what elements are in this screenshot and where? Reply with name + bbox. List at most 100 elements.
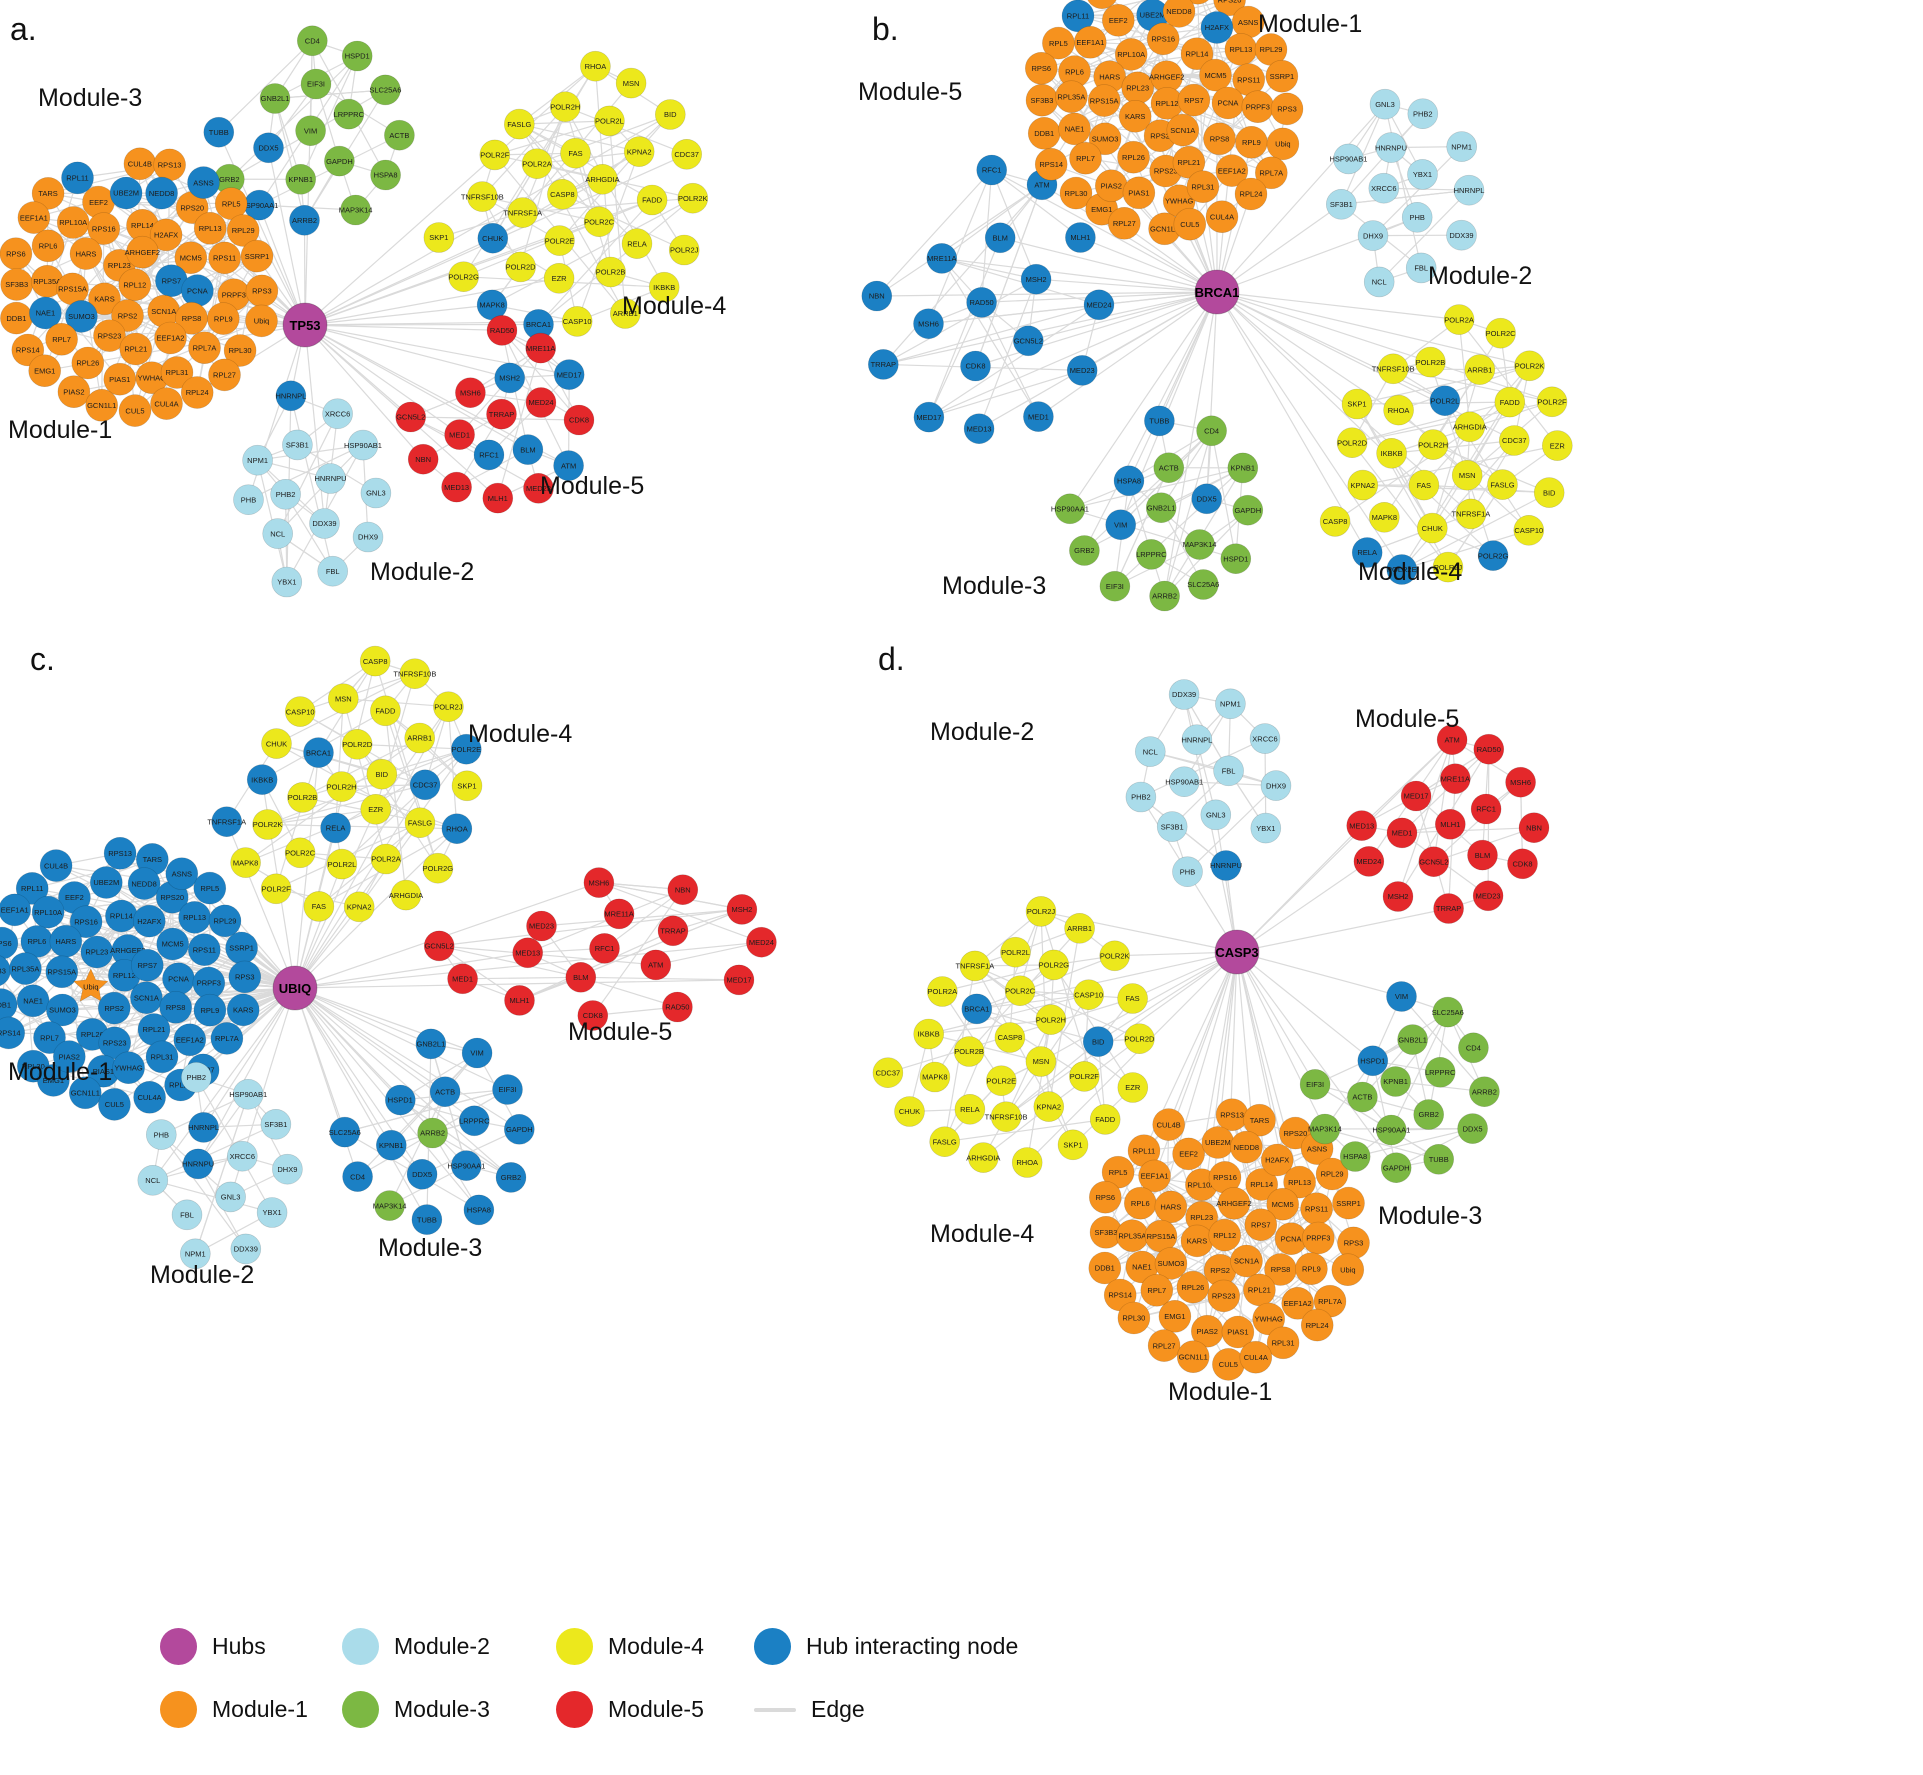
node-label: RAD50 <box>665 1003 689 1012</box>
node-label: MSN <box>1033 1057 1050 1066</box>
network-node: ATM <box>1436 724 1468 756</box>
hub-edge <box>267 147 306 326</box>
network-node: IKBKB <box>1376 437 1407 469</box>
node-label: BLM <box>573 973 588 982</box>
node-label: RFC1 <box>1476 805 1496 814</box>
node-label: ASNS <box>1307 1144 1327 1153</box>
module1-swatch <box>160 1691 197 1728</box>
node-label: RPL12 <box>1213 1231 1236 1240</box>
node-label: CASP10 <box>286 707 315 716</box>
network-node: MSH2 <box>494 362 526 394</box>
edge <box>482 196 600 223</box>
node-label: MLH1 <box>1440 820 1460 829</box>
network-node: FBL <box>171 1199 203 1231</box>
network-node: MED1 <box>1386 817 1418 849</box>
node-label: RPL21 <box>124 345 147 354</box>
network-node: RPL9 <box>193 993 227 1027</box>
legend-item-module5: Module-5 <box>556 1691 754 1728</box>
node-label: MED13 <box>1349 821 1374 830</box>
edge <box>1005 1041 1099 1118</box>
network-node: RPS3 <box>245 274 279 308</box>
module-label-c: Module-2 <box>150 1261 254 1289</box>
network-node: EIF3I <box>492 1074 523 1105</box>
network-node: PIAS2 <box>53 1040 86 1073</box>
node-label: TNFRSF1A <box>207 817 246 826</box>
node-label: SF3B1 <box>286 441 309 450</box>
edge <box>941 257 1100 306</box>
network-node: CUL4B <box>1087 0 1117 9</box>
node-label: RPS20 <box>1284 1129 1308 1138</box>
node-label: ARRB2 <box>1472 1087 1497 1096</box>
network-node: RPL9 <box>1235 126 1268 159</box>
node-label: MSH6 <box>918 319 939 328</box>
edge <box>981 302 1039 417</box>
network-node: YBX1 <box>1407 159 1438 190</box>
module-label-a: Module-2 <box>370 558 474 586</box>
network-node: MED13 <box>441 471 472 503</box>
node-label: RPL6 <box>1131 1199 1150 1208</box>
node-label: SKP1 <box>457 782 476 791</box>
network-node: YBX1 <box>271 566 303 598</box>
network-node: POLR2K <box>1099 940 1130 972</box>
node-label: RPL14 <box>1250 1180 1273 1189</box>
node-label: CD4 <box>305 37 320 46</box>
node-label: CASP10 <box>563 317 592 326</box>
node-label: RPL14 <box>1186 49 1209 58</box>
node-label: MCM5 <box>1204 71 1226 80</box>
network-node: POLR2G <box>448 261 479 293</box>
network-node: POLR2H <box>326 771 357 802</box>
edge <box>882 184 1043 365</box>
network-node: KARS <box>1180 1224 1214 1258</box>
node-label: H2AFX <box>154 231 178 240</box>
network-node: YBX1 <box>1250 812 1282 844</box>
node-label: POLR2K <box>1515 362 1545 371</box>
network-node: POLR2G <box>1038 949 1069 981</box>
network-node: CASP8 <box>547 179 578 210</box>
node-label: RPS23 <box>1154 167 1178 176</box>
network-node: TUBB <box>1423 1144 1454 1175</box>
network-node: MAP3K14 <box>1308 1113 1342 1145</box>
node-label: RPS2 <box>104 1004 124 1013</box>
network-node: MED1 <box>1023 401 1054 432</box>
legend-item-module3: Module-3 <box>342 1691 556 1728</box>
hub-edge <box>294 706 449 989</box>
network-node: ARRB2 <box>1149 580 1180 612</box>
network-node: SKP1 <box>451 770 483 802</box>
node-label: MED17 <box>916 413 941 422</box>
network-node: GRB2 <box>1069 535 1100 566</box>
network-node: TRRAP <box>657 915 689 947</box>
edge <box>276 743 426 786</box>
network-node: ACTB <box>384 119 415 151</box>
node-label: TUBB <box>1429 1155 1449 1164</box>
node-label: NAE1 <box>1065 125 1085 134</box>
edge <box>1378 189 1470 283</box>
network-node: POLR2F <box>1069 1061 1100 1092</box>
node-label: RPL23 <box>1190 1213 1213 1222</box>
network-node: TRRAP <box>1433 893 1464 924</box>
network-node: KARS <box>1118 100 1152 133</box>
edge <box>1140 738 1266 798</box>
node-label: DDX39 <box>1449 231 1473 240</box>
node-label: RPS11 <box>1237 75 1260 84</box>
edge <box>538 199 653 325</box>
node-label: RPS16 <box>1151 35 1175 44</box>
network-node: EEF1A2 <box>173 1023 207 1057</box>
edge <box>1114 467 1244 587</box>
network-node: CUL4A <box>150 387 183 420</box>
node-label: SKP1 <box>1063 1141 1082 1150</box>
node-label: MED24 <box>528 398 553 407</box>
hub-CASP3: CASP3 <box>1214 929 1260 975</box>
node-label: YWHAG <box>1255 1315 1284 1324</box>
node-label: DDX39 <box>1172 690 1196 699</box>
node-label: HSPD1 <box>345 52 370 61</box>
edge <box>1393 368 1553 403</box>
edge <box>1314 1083 1440 1160</box>
hub-edge <box>304 324 510 379</box>
network-node: MED17 <box>1400 780 1432 812</box>
network-node: PHB2 <box>270 478 301 510</box>
edge-swatch <box>754 1707 796 1712</box>
network-node: XRCC6 <box>1249 723 1281 754</box>
network-node: KARS <box>226 993 260 1027</box>
node-label: RPL23 <box>1126 84 1149 93</box>
hub-edge <box>304 237 494 326</box>
